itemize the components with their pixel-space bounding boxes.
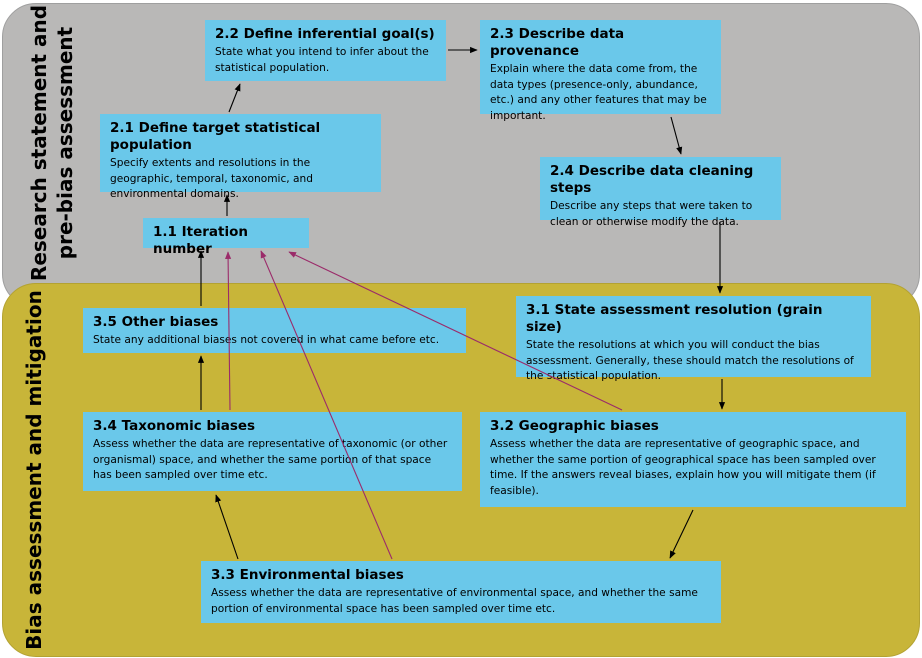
box-taxonomic-biases-title: 3.4 Taxonomic biases [93, 418, 256, 434]
box-geographic-biases-desc: Assess whether the data are representati… [490, 438, 876, 497]
box-assessment-resolution-title: 3.1 State assessment resolution (grain s… [526, 302, 823, 335]
box-geographic-biases: 3.2 Geographic biases Assess whether the… [480, 412, 906, 507]
box-environmental-biases-title: 3.3 Environmental biases [211, 567, 404, 583]
box-assessment-resolution-desc: State the resolutions at which you will … [526, 339, 854, 382]
box-other-biases-title: 3.5 Other biases [93, 314, 219, 330]
box-taxonomic-biases: 3.4 Taxonomic biases Assess whether the … [83, 412, 462, 491]
box-assessment-resolution: 3.1 State assessment resolution (grain s… [516, 296, 871, 382]
box-geographic-biases-title: 3.2 Geographic biases [490, 418, 659, 434]
section-title-top-text: Research statement and pre-bias assessme… [27, 4, 77, 282]
box-inferential-goals-title: 2.2 Define inferential goal(s) [215, 26, 435, 42]
box-target-population-title: 2.1 Define target statistical population [110, 120, 321, 153]
box-target-population: 2.1 Define target statistical population… [100, 114, 381, 200]
box-target-population-desc: Specify extents and resolutions in the g… [110, 157, 313, 200]
box-environmental-biases-desc: Assess whether the data are representati… [211, 587, 698, 615]
box-data-cleaning-desc: Describe any steps that were taken to cl… [550, 200, 753, 228]
box-data-provenance: 2.3 Describe data provenance Explain whe… [480, 20, 721, 122]
box-environmental-biases: 3.3 Environmental biases Assess whether … [201, 561, 721, 623]
box-other-biases: 3.5 Other biases State any additional bi… [83, 308, 466, 353]
box-data-cleaning: 2.4 Describe data cleaning steps Describ… [540, 157, 781, 228]
box-inferential-goals-desc: State what you intend to infer about the… [215, 46, 429, 74]
section-title-bottom-text: Bias assessment and mitigation [22, 290, 46, 650]
box-iteration-number: 1.1 Iteration number [143, 218, 309, 257]
box-other-biases-desc: State any additional biases not covered … [93, 334, 440, 346]
box-data-provenance-title: 2.3 Describe data provenance [490, 26, 625, 59]
box-inferential-goals: 2.2 Define inferential goal(s) State wha… [205, 20, 446, 81]
box-data-provenance-desc: Explain where the data come from, the da… [490, 63, 707, 122]
box-iteration-number-title: 1.1 Iteration number [153, 224, 248, 257]
box-taxonomic-biases-desc: Assess whether the data are representati… [93, 438, 448, 481]
box-data-cleaning-title: 2.4 Describe data cleaning steps [550, 163, 754, 196]
